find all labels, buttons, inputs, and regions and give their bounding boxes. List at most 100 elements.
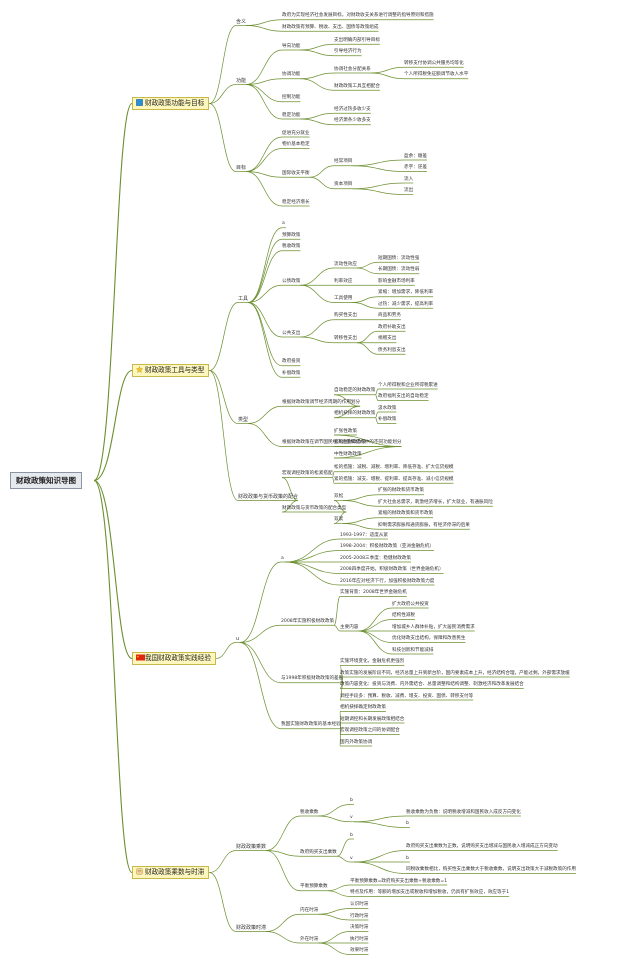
node-branches-2-children-0-children-1-children-1-children-0: 扩大政府公共投资 <box>392 602 429 608</box>
node-branches-2-children-0-children-2-children-0-label: 实施环境变化，金融危机更强烈 <box>340 659 405 664</box>
connector-line <box>352 188 405 195</box>
node-branches-1-children-0-children-3-label: 公债政策 <box>282 278 301 284</box>
root-node: 财政政策知识导图 <box>10 472 82 489</box>
connector-line <box>248 405 283 424</box>
node-branches-1-children-1-children-1-children-2: 中性财政政策 <box>334 452 362 458</box>
node-branches-0-children-1-children-3-label: 稳定功能 <box>282 112 301 118</box>
node-branches-3-children-0-children-1-children-1-children-2: 同税收乘数相比，购买性支出乘数大于税收乘数，说明支出政策大于减税政策的作用 <box>406 867 576 873</box>
connector-line <box>209 370 239 424</box>
node-branches-1-children-0-children-4-children-1-children-1-label: 捐赠支出 <box>378 336 397 342</box>
connector-line <box>209 872 237 932</box>
node-branches-3-children-0-children-2: 平衡预算乘数 <box>300 884 328 890</box>
node-branches-1-children-2-children-1-children-1-children-1: 抑制需求膨胀和通货膨胀，有经济停滞的后果 <box>378 523 470 529</box>
connector-line <box>245 49 283 85</box>
connector-line <box>266 850 301 857</box>
node-branches-2-children-0-children-1-children-1-children-3: 优化财政支出结构，保障和改善民生 <box>392 636 466 642</box>
node-branches-0-children-0: 含义 <box>236 19 246 25</box>
node-branches-3-children-0-children-0-children-1-label: v <box>350 815 353 821</box>
node-branches-0-children-1-children-1-children-0-children-1-label: 个人所得税免征额调节收入水平 <box>404 72 469 78</box>
node-branches-1-children-0-children-3-children-2-label: 工具使用 <box>334 296 353 301</box>
node-branches-1-children-0-children-4-children-1-children-2: 债务利息支出 <box>378 348 406 354</box>
connector-line <box>300 112 335 120</box>
node-branches-3-children-0-children-1-children-1-children-0: 政府购买支出乘数为正数，说明购买支出增减与国民收入增减成正方向变动 <box>406 844 558 850</box>
node-branches-1-children-0: 工具 <box>238 296 248 302</box>
blue-square-icon <box>136 99 143 106</box>
node-branches-2-children-0-children-2-label: 与1998年积极财政政策的差别 <box>281 676 344 682</box>
node-branches-1-children-0-children-4-children-1-children-0: 政府补助支出 <box>378 325 406 331</box>
node-branches-1-children-1-children-0-children-1: 相机抉择的财政政策 <box>334 411 375 417</box>
node-branches-2-children-0-children-0-label: a <box>281 555 284 561</box>
node-branches-2-children-0-children-1-children-1-children-1: 结构性减税 <box>392 613 415 619</box>
node-branches-2-children-0-children-1-children-1-label: 主要内容 <box>340 624 359 630</box>
node-branches-1-children-0-children-2: 税收政策 <box>282 244 300 250</box>
branch-2: 财政政策工具与类型 <box>132 364 210 377</box>
node-branches-1-children-0-children-3: 公债政策 <box>282 279 300 285</box>
node-branches-1-children-1-children-0-children-1-children-1-label: 补偿政策 <box>378 417 397 422</box>
connector-line <box>343 500 379 507</box>
connector-line <box>245 84 283 120</box>
node-branches-0-children-2-children-2-children-0-children-0-label: 盈余：顺差 <box>404 153 427 159</box>
connector-line <box>336 855 351 863</box>
node-branches-3-children-1: 财政政策时滞 <box>236 925 266 931</box>
node-branches-1-children-0-children-4-children-1: 转移性支出 <box>334 336 357 342</box>
connector-line <box>209 25 237 104</box>
node-branches-1-children-0-children-3-children-1: 利率效应 <box>334 279 352 285</box>
node-branches-3-children-0-children-2-children-1: 特点及作用：等额的增加支出或税收和增加税收，仍具有扩张效应，效应等于1 <box>350 890 509 896</box>
connector-line <box>248 284 283 303</box>
node-branches-2-children-0-children-2-children-0: 实施环境变化，金融危机更强烈 <box>340 659 404 665</box>
node-branches-1-children-1-children-1-children-1: 紧缩性财政政策 <box>334 440 366 446</box>
node-branches-2-children-0-children-3-label: 我国实施财政政策的基本经验 <box>281 722 341 728</box>
connector-line <box>358 630 393 655</box>
node-branches-1-children-0-children-3-children-0: 流动性效应 <box>334 262 357 268</box>
connector-line <box>333 624 341 632</box>
node-branches-3-children-1-children-0-label: 内在时滞 <box>300 907 319 913</box>
node-branches-1-children-0-children-6: 补偿政策 <box>282 371 300 377</box>
connector-line <box>284 561 341 574</box>
node-branches-0-children-1-children-3-children-0-label: 经济过热多收少支 <box>334 106 371 112</box>
branch-4: 财政政策乘数与时滞 <box>132 866 210 879</box>
node-branches-3-children-0-children-1-children-0-label: b <box>350 832 353 838</box>
connector-line <box>300 43 335 51</box>
node-branches-2-children-0-children-0-children-3: 2008四季度开始，积极财政政策（世界金融危机） <box>340 567 444 573</box>
connector-line <box>333 596 341 626</box>
scroll-icon <box>136 868 143 875</box>
connector-line <box>246 25 283 32</box>
node-branches-1-children-0-children-4-children-0-children-0: 商品和劳务 <box>378 313 401 319</box>
connector-line <box>352 296 379 303</box>
node-branches-0-children-2-children-2-children-0-label: 经常项目 <box>334 159 353 165</box>
node-branches-3-children-0-children-0-label: 税收乘数 <box>300 809 319 815</box>
node-branches-1-children-1-children-0-children-0-children-0: 个人所得税和企业所得税累进 <box>378 383 438 389</box>
node-branches-2-children-0-children-1-children-1-children-4-label: 科技创新和节能减排 <box>392 647 434 653</box>
connector-line <box>247 227 283 303</box>
connector-line <box>300 284 335 303</box>
connector-line <box>352 182 405 190</box>
node-branches-1-children-2-children-0-children-0-label: 松的措施：减税、减税、增利率、降低存准、扩大信贷规模 <box>334 465 454 471</box>
node-branches-1-children-1-children-0: 根据财政政策调节经济周期的作用划分 <box>282 400 360 406</box>
node-branches-3-children-0-label: 财政政策乘数 <box>236 844 267 850</box>
node-branches-1-children-0-children-5: 政府投资 <box>282 359 300 365</box>
node-branches-2-children-0-children-2-children-3-label: 调控手段多：预算、税收、减费、增支、投资、国债、转移支付等 <box>340 693 474 699</box>
node-branches-1-children-2-children-1-children-0-children-1-label: 扩大社会总需求，刺激经济增长，扩大就业，有通胀风险 <box>378 499 493 505</box>
node-branches-1-children-1-children-1: 根据财政政策在调节国民经济总量和结构中的不同功能划分 <box>282 440 401 446</box>
node-branches-0-children-1-children-0-children-0: 支出明确内部引导目标 <box>334 38 380 44</box>
node-branches-1-children-0-children-3-children-2-children-1-label: 过热：减少需求，提高利率 <box>378 301 434 307</box>
connector-line <box>343 517 379 524</box>
node-branches-1-children-0-children-3-children-1-label: 利率效应 <box>334 278 353 284</box>
node-branches-0-children-1-children-3-children-0: 经济过热多收少支 <box>334 107 371 113</box>
node-branches-0-children-1-children-1: 协调功能 <box>282 72 300 78</box>
node-branches-1-children-0-children-1: 预算政策 <box>282 233 300 239</box>
node-branches-1-children-1-children-0-children-0-children-0-label: 个人所得税和企业所得税累进 <box>378 382 438 388</box>
node-branches-0-children-2-children-0: 促进充分就业 <box>282 131 310 137</box>
node-branches-0-children-2-children-2-children-1-children-0-label: 流入 <box>404 176 414 182</box>
node-branches-1-children-1-children-1-label: 根据财政政策在调节国民经济总量和结构中的不同功能划分 <box>282 440 402 445</box>
node-branches-2-children-0-children-1-label: 2008年实施积极财政政策 <box>281 618 335 624</box>
connector-line <box>248 423 283 447</box>
node-branches-1-children-0-children-3-children-0-children-0-label: 短期国债：流动性强 <box>378 255 420 261</box>
node-branches-3-children-0-children-1-children-0: b <box>350 833 353 839</box>
connector-line <box>93 479 133 660</box>
node-branches-2-children-0-children-3: 我国实施财政政策的基本经验 <box>281 722 341 728</box>
node-branches-1-children-0-children-3-children-1-children-0: 影响金融市场利率 <box>378 279 415 285</box>
node-branches-1-children-0-children-3-children-1-children-0-label: 影响金融市场利率 <box>378 278 415 284</box>
node-branches-1-children-2-children-1-children-0-children-0: 扩张的财政和货币政策 <box>378 488 424 494</box>
